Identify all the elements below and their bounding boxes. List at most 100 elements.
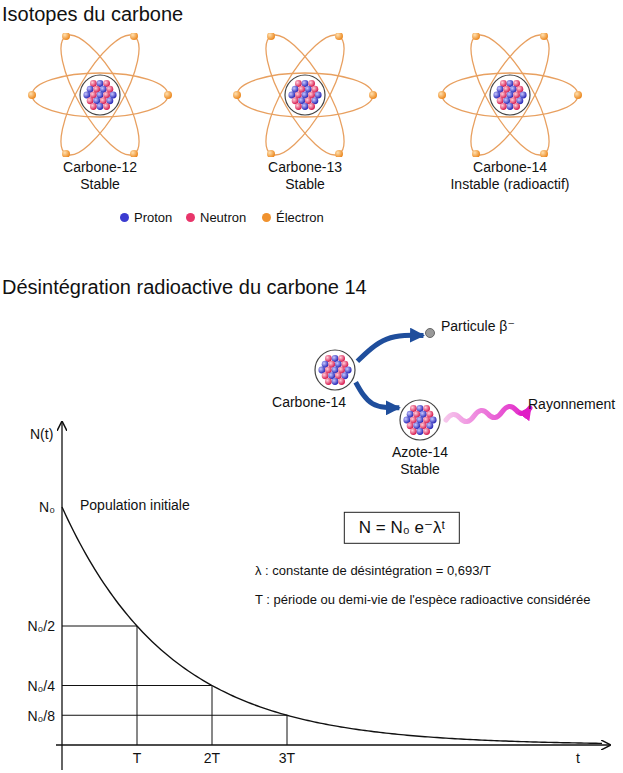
electron-dot <box>233 91 241 99</box>
nucleon-ball <box>500 103 507 110</box>
nucleon-ball <box>413 411 420 418</box>
nucleon-ball <box>403 417 410 424</box>
nucleon-ball <box>493 92 500 99</box>
nucleon-ball <box>342 372 349 379</box>
text-label: 3T <box>279 750 295 767</box>
node-label: Azote-14 <box>392 444 448 461</box>
nucleon-ball <box>517 97 524 104</box>
nucleon-ball <box>93 86 100 93</box>
nucleon-ball <box>90 103 97 110</box>
node-label: Carbone-14 <box>272 394 346 411</box>
shape-drawing <box>25 33 175 157</box>
electron-orbit <box>47 33 153 157</box>
nucleon-ball <box>427 422 434 429</box>
text-label: N₀/2 <box>27 618 55 635</box>
text-label: 2T <box>204 750 220 767</box>
nucleon-ball <box>322 372 329 379</box>
nucleon-ball <box>497 97 504 104</box>
electron-orbit <box>237 73 373 117</box>
nucleon-ball <box>97 103 104 110</box>
electron-dot <box>62 150 70 157</box>
nucleon-ball <box>507 103 514 110</box>
nucleon-ball <box>100 86 107 93</box>
nucleon-ball <box>302 80 309 87</box>
shape-drawing <box>313 348 357 392</box>
nucleon-ball <box>332 367 339 374</box>
nucleon-ball <box>503 97 510 104</box>
nucleon-ball <box>500 92 507 99</box>
nucleon-ball <box>427 411 434 418</box>
electron-dot <box>369 91 377 99</box>
nucleon-ball <box>103 92 110 99</box>
node-label: Carbone-14 <box>473 159 547 176</box>
electron-orbit <box>47 33 153 157</box>
legend-text: Neutron <box>200 210 246 226</box>
nucleon-ball <box>103 103 110 110</box>
atom-figure: Carbone-13Stable <box>230 33 380 157</box>
nucleon-ball <box>338 367 345 374</box>
nucleon-ball <box>83 92 90 99</box>
nucleon-ball <box>295 80 302 87</box>
nucleon-ball <box>513 92 520 99</box>
nucleon-ball <box>103 80 110 87</box>
nucleus-outline <box>285 75 325 115</box>
radiation-wave <box>446 406 530 421</box>
electron-dot <box>130 150 138 157</box>
node-label: Stable <box>400 461 440 478</box>
nucleus-outline <box>400 400 440 440</box>
nucleon-ball <box>295 92 302 99</box>
electron-orbit <box>457 33 563 157</box>
nucleon-ball <box>345 367 352 374</box>
nucleon-ball <box>302 92 309 99</box>
beta-particle <box>426 329 435 338</box>
nucleon-ball <box>507 80 514 87</box>
text-label: N₀/4 <box>27 678 55 695</box>
nucleon-ball <box>100 97 107 104</box>
nucleon-ball <box>93 97 100 104</box>
particle-dot: Particule β⁻ <box>425 328 435 338</box>
nucleon-ball <box>325 355 332 362</box>
nucleon-ball <box>295 103 302 110</box>
electron-orbit <box>457 33 563 157</box>
text-label: N₀/8 <box>27 708 55 725</box>
shape-drawing <box>230 33 380 157</box>
nucleon-ball <box>90 92 97 99</box>
nucleon-ball <box>292 97 299 104</box>
nucleon-ball <box>420 411 427 418</box>
shape-drawing <box>425 328 435 338</box>
electron-orbit <box>252 33 358 157</box>
nucleus-outline <box>80 75 120 115</box>
nucleon-ball <box>298 86 305 93</box>
nucleon-ball <box>325 378 332 385</box>
nucleon-ball <box>315 92 322 99</box>
electron-dot <box>335 150 343 157</box>
nucleon-ball <box>417 417 424 424</box>
legend-text: Proton <box>134 210 172 226</box>
nucleon-ball <box>90 80 97 87</box>
nucleon-ball <box>497 86 504 93</box>
nucleus-figure: Carbone-14 <box>313 348 357 392</box>
nucleon-ball <box>430 417 437 424</box>
nucleon-ball <box>423 417 430 424</box>
text-label: Rayonnement <box>528 396 615 413</box>
decay-arrow <box>356 382 400 408</box>
nucleon-ball <box>507 92 514 99</box>
nucleus-outline <box>315 350 355 390</box>
decay-arrow <box>357 335 423 361</box>
electron-orbit <box>442 73 578 117</box>
nucleon-ball <box>410 428 417 435</box>
formula-box: N = N₀ e⁻λᵗ <box>344 512 460 544</box>
text-label: N₀ <box>39 499 55 516</box>
nucleon-ball <box>407 422 414 429</box>
electron-dot <box>335 33 343 40</box>
nucleon-ball <box>328 372 335 379</box>
nucleon-ball <box>413 422 420 429</box>
nucleon-ball <box>342 361 349 368</box>
shape-drawing <box>398 398 442 442</box>
nucleon-ball <box>308 80 315 87</box>
nucleon-ball <box>312 86 319 93</box>
text-label: T : période ou demi-vie de l'espèce radi… <box>255 592 595 608</box>
